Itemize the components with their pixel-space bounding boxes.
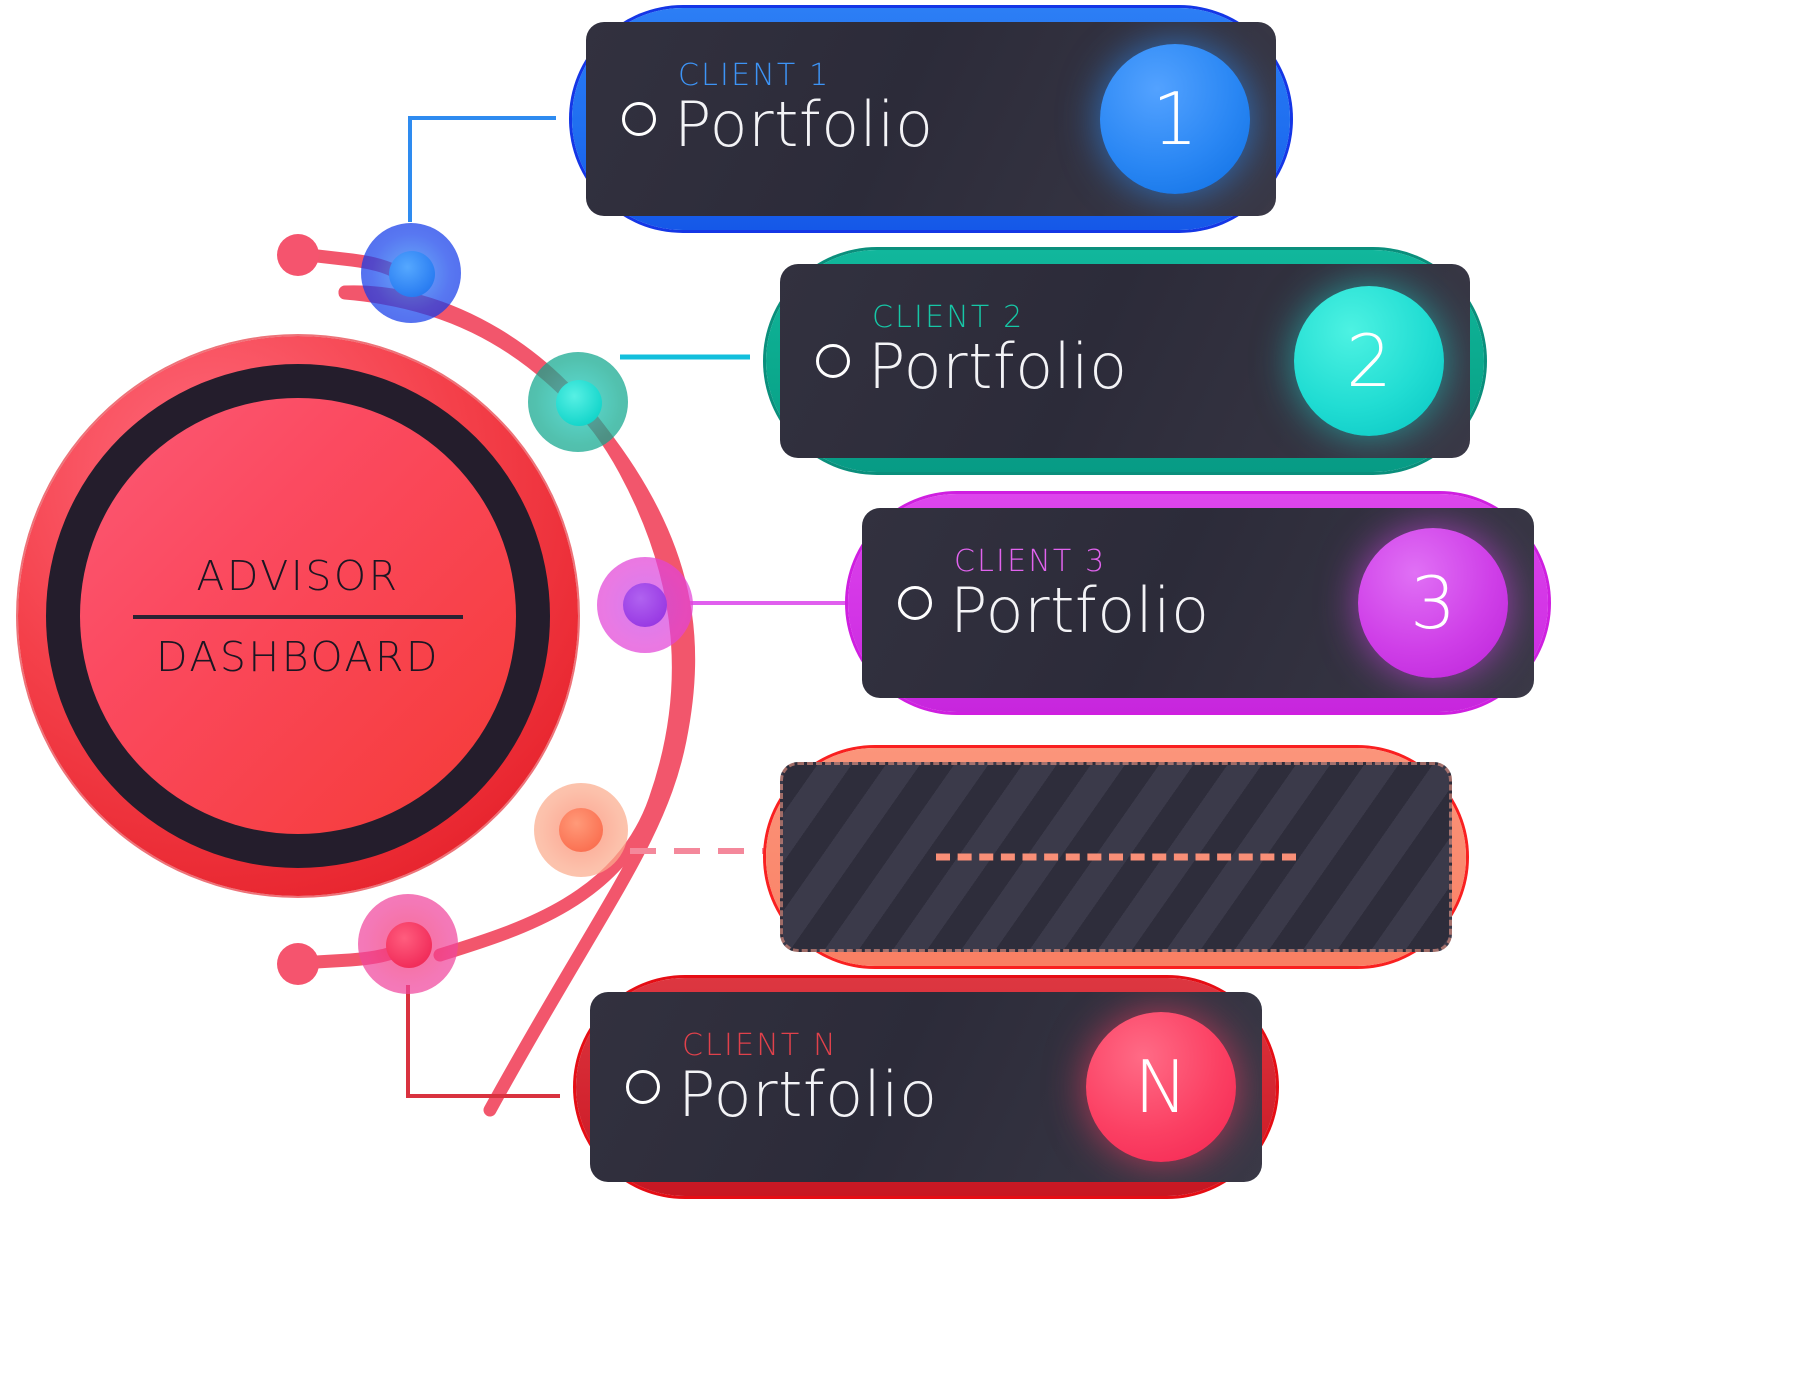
client-card-2-body: CLIENT 2 Portfolio 2 <box>780 264 1470 458</box>
client-card-n-label: CLIENT N <box>682 1028 838 1063</box>
client-card-n-body: CLIENT N Portfolio N <box>590 992 1262 1182</box>
node-client-n[interactable] <box>358 894 458 994</box>
link-node-5-to-card-n <box>406 985 560 1098</box>
client-card-3[interactable]: CLIENT 3 Portfolio 3 <box>848 494 1548 712</box>
client-card-1[interactable]: CLIENT 1 Portfolio 1 <box>572 8 1290 230</box>
client-card-n-status-dot <box>626 1070 660 1104</box>
client-card-n-badge: N <box>1086 1012 1236 1162</box>
client-card-2-title: Portfolio <box>868 330 1128 403</box>
node-client-3-core <box>623 583 667 627</box>
placeholder-dashed-line <box>936 853 1296 861</box>
node-client-3[interactable] <box>597 557 693 653</box>
client-card-3-body: CLIENT 3 Portfolio 3 <box>862 508 1534 698</box>
client-card-1-body: CLIENT 1 Portfolio 1 <box>586 22 1276 216</box>
client-card-3-status-dot <box>898 586 932 620</box>
client-card-n[interactable]: CLIENT N Portfolio N <box>576 978 1276 1196</box>
hub-title-line-2: DASHBOARD <box>155 632 441 681</box>
node-placeholder[interactable] <box>534 783 628 877</box>
client-card-placeholder-body <box>780 762 1452 952</box>
client-card-n-title: Portfolio <box>678 1058 938 1131</box>
hub-title-line-1: ADVISOR <box>196 551 400 600</box>
client-card-placeholder[interactable] <box>766 748 1466 966</box>
node-client-1-core <box>389 251 435 297</box>
client-card-2[interactable]: CLIENT 2 Portfolio 2 <box>766 250 1484 472</box>
hub-divider <box>133 614 463 619</box>
link-node-1-to-card-1 <box>408 116 556 222</box>
node-placeholder-core <box>559 808 603 852</box>
client-card-1-label: CLIENT 1 <box>678 58 831 93</box>
client-card-1-badge: 1 <box>1100 44 1250 194</box>
advisor-dashboard-hub[interactable]: ADVISOR DASHBOARD <box>18 336 578 896</box>
hub-core: ADVISOR DASHBOARD <box>80 398 516 834</box>
node-client-1[interactable] <box>361 223 461 323</box>
node-client-2[interactable] <box>528 352 628 452</box>
arc-endpoint-top <box>277 234 319 276</box>
client-card-1-title: Portfolio <box>674 88 934 161</box>
client-card-3-title: Portfolio <box>950 574 1210 647</box>
client-card-2-status-dot <box>816 344 850 378</box>
client-card-3-label: CLIENT 3 <box>954 544 1107 579</box>
node-client-n-core <box>386 922 432 968</box>
client-card-2-badge: 2 <box>1294 286 1444 436</box>
node-client-2-core <box>556 380 602 426</box>
client-card-2-label: CLIENT 2 <box>872 300 1025 335</box>
client-card-1-status-dot <box>622 102 656 136</box>
client-card-3-badge: 3 <box>1358 528 1508 678</box>
arc-endpoint-bottom <box>277 943 319 985</box>
